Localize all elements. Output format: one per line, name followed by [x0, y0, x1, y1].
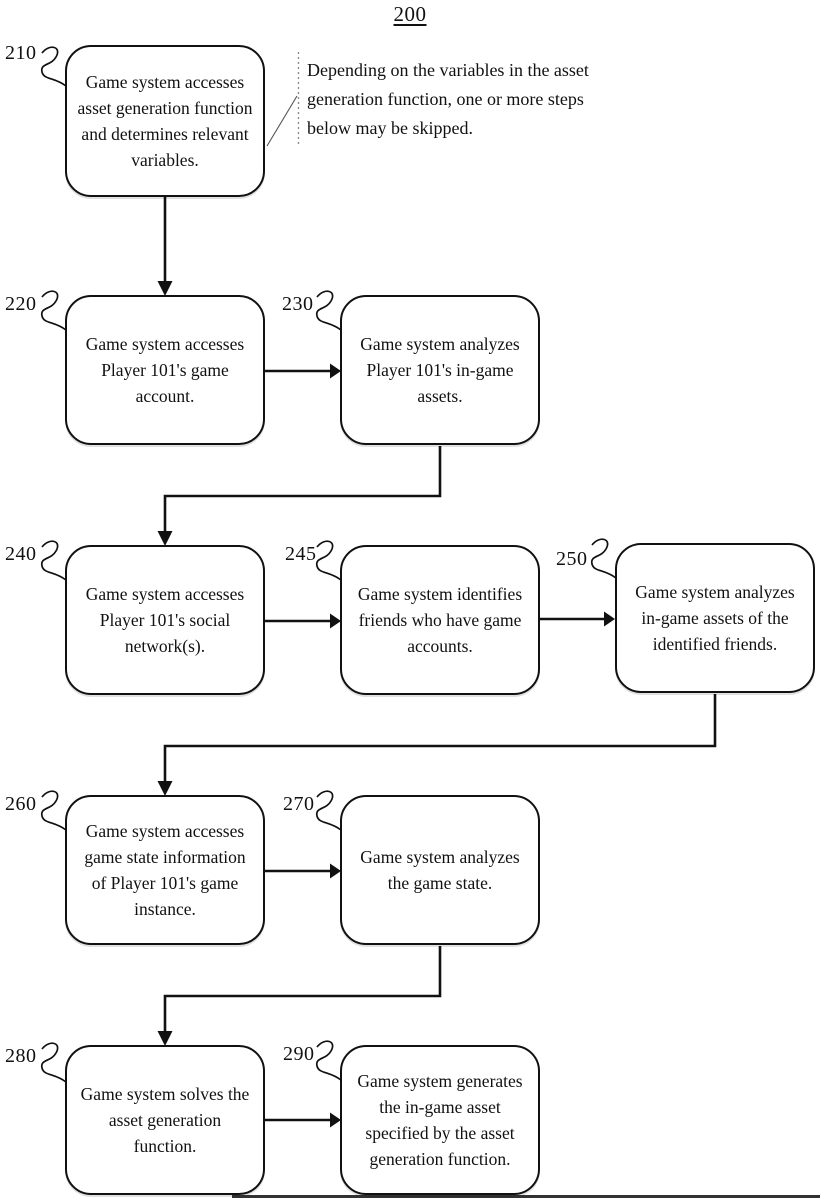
flow-step-270-text: Game system analyzes the game state.: [360, 847, 520, 893]
flow-step-280-text: Game system solves the asset generation …: [80, 1084, 250, 1156]
flow-step-210: Game system accesses asset generation fu…: [65, 45, 265, 197]
flow-step-245-text: Game system identifies friends who have …: [357, 584, 523, 656]
ref-label-210: 210: [5, 42, 37, 64]
ref-label-245: 245: [285, 543, 317, 565]
note-line-1: Depending on the variables in the asset: [307, 60, 589, 80]
leader-squiggle-210: [40, 46, 67, 87]
flow-step-280: Game system solves the asset generation …: [65, 1045, 265, 1195]
leader-squiggle-240: [40, 540, 67, 581]
flow-step-245: Game system identifies friends who have …: [340, 545, 540, 695]
arrowhead-270-280: [157, 1031, 173, 1046]
leader-squiggle-280: [40, 1042, 67, 1083]
flow-step-230: Game system analyzes Player 101's in-gam…: [340, 295, 540, 445]
flow-step-260: Game system accesses game state informat…: [65, 795, 265, 945]
ref-label-270: 270: [283, 793, 315, 815]
flow-step-230-text: Game system analyzes Player 101's in-gam…: [360, 334, 520, 406]
ref-label-230: 230: [282, 293, 314, 315]
flow-step-240-text: Game system accesses Player 101's social…: [85, 584, 245, 656]
arrowhead-245-250: [604, 611, 615, 627]
arrowhead-210-220: [157, 281, 173, 296]
arrow-230-240: [163, 446, 442, 532]
leader-squiggle-220: [40, 290, 67, 331]
ref-label-250: 250: [556, 548, 588, 570]
flow-step-250: Game system analyzes in-game assets of t…: [615, 543, 815, 693]
ref-label-280: 280: [5, 1045, 37, 1067]
ref-label-290: 290: [283, 1043, 315, 1065]
figure-number: 200: [393, 2, 427, 26]
leader-squiggle-250: [590, 538, 617, 579]
note-line-2: generation function, one or more steps: [307, 89, 584, 109]
leader-squiggle-260: [40, 790, 67, 831]
skip-steps-note: Depending on the variables in the asset …: [307, 56, 657, 143]
ref-label-240: 240: [5, 543, 37, 565]
arrow-270-280: [163, 946, 442, 1032]
flow-step-270: Game system analyzes the game state.: [340, 795, 540, 945]
note-line-3: below may be skipped.: [307, 118, 473, 138]
flow-step-290: Game system generates the in-game asset …: [340, 1045, 540, 1195]
arrowhead-250-260: [157, 781, 173, 796]
scan-artifact-bar: [232, 1195, 820, 1198]
flow-step-220: Game system accesses Player 101's game a…: [65, 295, 265, 445]
arrowhead-230-240: [157, 531, 173, 546]
ref-label-260: 260: [5, 793, 37, 815]
leader-squiggle-290: [315, 1040, 342, 1081]
note-leader-line: [266, 95, 298, 147]
flow-step-220-text: Game system accesses Player 101's game a…: [85, 334, 245, 406]
flow-step-260-text: Game system accesses game state informat…: [84, 821, 246, 919]
flow-step-290-text: Game system generates the in-game asset …: [357, 1071, 523, 1169]
flow-step-210-text: Game system accesses asset generation fu…: [77, 72, 253, 170]
flow-step-250-text: Game system analyzes in-game assets of t…: [635, 582, 795, 654]
arrow-250-260: [163, 694, 717, 782]
leader-squiggle-245: [315, 540, 342, 581]
ref-label-220: 220: [5, 293, 37, 315]
leader-squiggle-230: [315, 290, 342, 331]
leader-squiggle-270: [315, 790, 342, 831]
flow-step-240: Game system accesses Player 101's social…: [65, 545, 265, 695]
